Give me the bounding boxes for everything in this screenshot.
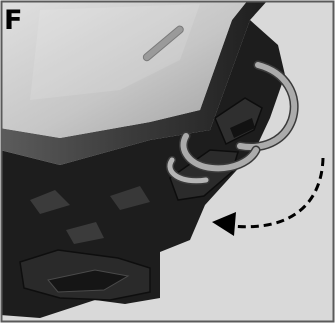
lid-top — [2, 2, 247, 138]
hinge-block — [169, 149, 239, 201]
wire-handle-icon — [166, 60, 299, 185]
panel-label: F — [4, 5, 22, 36]
hinge-slot — [230, 118, 255, 138]
base-cutout — [47, 269, 130, 293]
lid-highlight — [30, 4, 200, 100]
appliance-base — [2, 20, 285, 318]
vent-notch-3 — [110, 186, 150, 210]
hinge-block-upper — [214, 97, 263, 146]
lid-rim — [2, 2, 267, 165]
rotate-direction-arrow-icon — [212, 157, 325, 236]
lid-groove — [142, 25, 184, 62]
vent-notch-1 — [30, 190, 70, 214]
vent-notch-2 — [66, 222, 104, 244]
